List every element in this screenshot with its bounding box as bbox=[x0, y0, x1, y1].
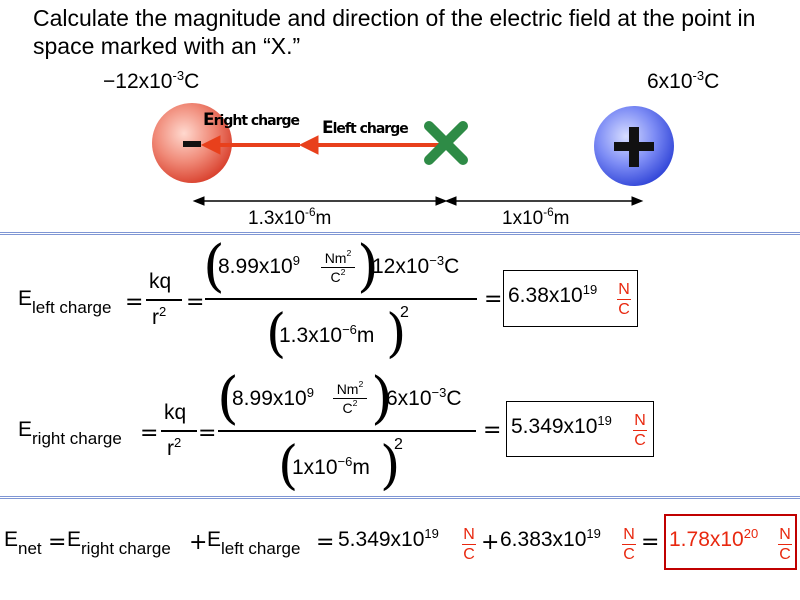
eq-left-result-value: 6.38x1019 bbox=[508, 282, 598, 307]
eq-left-equals-3: = bbox=[484, 287, 503, 312]
eq-left-q-value: 12x10−3C bbox=[372, 253, 460, 278]
eq-left-k-value: 8.99x109 bbox=[218, 253, 300, 278]
eq-right-result-box bbox=[506, 401, 654, 457]
eq-net-lhs: Enet bbox=[4, 528, 42, 558]
eq-right-den-paren-open: ( bbox=[278, 436, 299, 496]
eq-left-frac-bar-small bbox=[146, 299, 182, 301]
eq-right-equals-2: = bbox=[198, 421, 217, 446]
problem-statement: Calculate the magnitude and direction of… bbox=[33, 5, 756, 59]
diagram-graphics bbox=[152, 103, 674, 206]
distance-right-label: 1x10-6m bbox=[502, 206, 570, 229]
eq-net-result-box bbox=[664, 514, 797, 570]
eq-right-den-paren-close: ) bbox=[380, 436, 401, 496]
eq-right-frac-bar-small bbox=[161, 430, 197, 432]
eq-left-result-box bbox=[503, 270, 638, 327]
eq-net-equals-3: = bbox=[641, 530, 660, 555]
eq-left-paren-close: ) bbox=[357, 234, 379, 299]
field-label-right-charge: Eright charge bbox=[203, 110, 300, 130]
eq-left-equals-2: = bbox=[186, 290, 205, 315]
eq-right-kq: kq bbox=[164, 401, 187, 424]
eq-net-plus-2: + bbox=[481, 530, 500, 555]
minus-sign-icon bbox=[183, 141, 201, 147]
eq-left-frac-bar bbox=[205, 298, 477, 300]
field-arrow-right-charge bbox=[200, 135, 300, 155]
plus-sign-icon bbox=[614, 127, 654, 167]
eq-left-k-unit: Nm2 C2 bbox=[317, 248, 359, 285]
eq-right-r2: r2 bbox=[167, 435, 182, 460]
eq-net-equals-1: = bbox=[48, 530, 67, 555]
eq-right-paren-open: ( bbox=[217, 366, 239, 431]
eq-net-term-right: Eright charge bbox=[67, 528, 171, 558]
distance-left-label: 1.3x10-6m bbox=[248, 206, 332, 229]
eq-left-kq: kq bbox=[149, 270, 172, 293]
eq-left-lhs: Eleft charge bbox=[18, 287, 112, 317]
eq-right-q-value: 6x10−3C bbox=[386, 385, 462, 410]
eq-right-lhs: Eright charge bbox=[18, 418, 122, 448]
eq-right-result-value: 5.349x1019 bbox=[511, 413, 612, 438]
eq-net-result-value: 1.78x1020 bbox=[669, 526, 759, 551]
distance-arrow-right bbox=[444, 196, 644, 206]
right-charge-value: 6x10-3C bbox=[647, 68, 720, 93]
eq-right-equals-1: = bbox=[140, 421, 159, 446]
eq-right-paren-close: ) bbox=[371, 366, 393, 431]
eq-left-den-paren-open: ( bbox=[266, 304, 287, 364]
eq-net-equals-2: = bbox=[316, 530, 335, 555]
eq-left-r-squared: 2 bbox=[400, 304, 409, 321]
eq-right-r-value: 1x10−6m bbox=[292, 454, 370, 479]
eq-right-k-value: 8.99x109 bbox=[232, 385, 314, 410]
eq-left-r2: r2 bbox=[152, 304, 167, 329]
field-arrow-left-charge bbox=[298, 135, 445, 155]
eq-left-paren-open: ( bbox=[203, 234, 225, 299]
eq-left-equals-1: = bbox=[125, 290, 144, 315]
eq-net-plus-1: + bbox=[189, 530, 208, 555]
eq-net-value-2: 6.383x1019 bbox=[500, 526, 601, 551]
eq-right-equals-3: = bbox=[483, 418, 502, 443]
left-charge-value: −12x10-3C bbox=[103, 68, 200, 93]
eq-left-r-value: 1.3x10−6m bbox=[279, 322, 375, 347]
eq-left-den-paren-close: ) bbox=[386, 304, 407, 364]
divider-top bbox=[0, 232, 800, 235]
eq-right-frac-bar bbox=[218, 430, 476, 432]
eq-net-term-left: Eleft charge bbox=[207, 528, 301, 558]
eq-right-k-unit: Nm2 C2 bbox=[329, 379, 371, 416]
field-label-left-charge: Eleft charge bbox=[322, 118, 409, 138]
divider-bottom bbox=[0, 496, 800, 499]
eq-right-r-squared: 2 bbox=[394, 436, 403, 453]
distance-arrow-left bbox=[192, 196, 448, 206]
x-marker-icon bbox=[424, 121, 468, 165]
eq-net-value-1: 5.349x1019 bbox=[338, 526, 439, 551]
